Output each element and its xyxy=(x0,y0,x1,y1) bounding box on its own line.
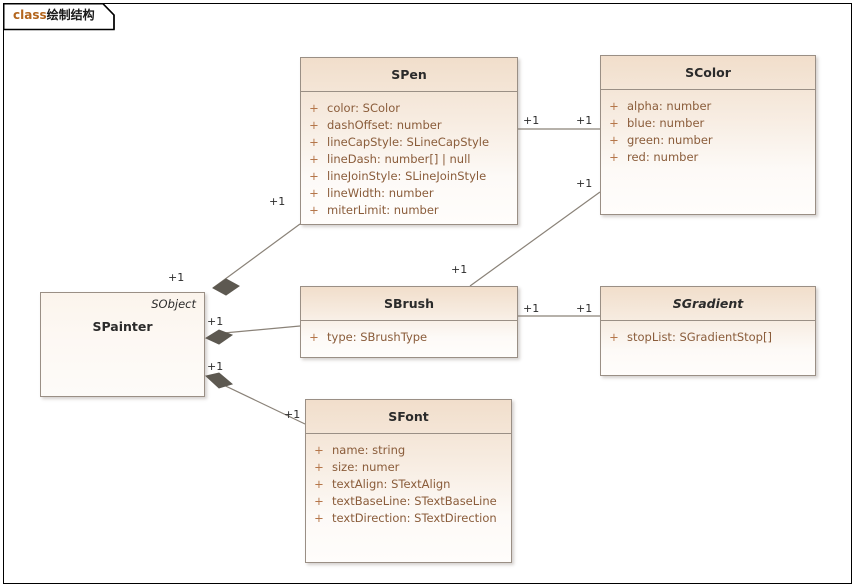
attribute-visibility: + xyxy=(609,116,619,130)
attribute-row: + blue: number xyxy=(601,115,815,132)
class-box-sbrush[interactable]: SBrush + type: SBrushType xyxy=(300,286,518,358)
attribute-visibility: + xyxy=(309,101,319,115)
attribute-text: miterLimit: number xyxy=(327,203,439,217)
attribute-row: + dashOffset: number xyxy=(301,117,517,134)
attribute-text: textDirection: STextDirection xyxy=(332,511,497,525)
attribute-visibility: + xyxy=(314,460,324,474)
attribute-row: + miterLimit: number xyxy=(301,202,517,219)
attribute-visibility: + xyxy=(314,477,324,491)
attribute-row: + alpha: number xyxy=(601,98,815,115)
class-title-spainter: SPainter xyxy=(92,319,153,334)
class-box-sfont[interactable]: SFont + name: string + size: numer + tex… xyxy=(305,399,512,563)
attribute-visibility: + xyxy=(314,494,324,508)
attribute-row: + red: number xyxy=(601,149,815,166)
attribute-text: lineDash: number[] | null xyxy=(327,152,471,166)
tab-shape-icon xyxy=(3,3,115,31)
class-stereotype-spainter: SObject xyxy=(151,297,196,311)
class-box-spen[interactable]: SPen + color: SColor + dashOffset: numbe… xyxy=(300,57,518,225)
multiplicity-label: +1 xyxy=(576,114,593,127)
class-attributes-sfont: + name: string + size: numer + textAlign… xyxy=(306,434,511,533)
attribute-row: + lineJoinStyle: SLineJoinStyle xyxy=(301,168,517,185)
attribute-row: + stopList: SGradientStop[] xyxy=(601,329,815,346)
attribute-row: + textBaseLine: STextBaseLine xyxy=(306,493,511,510)
multiplicity-label: +1 xyxy=(207,360,224,373)
attribute-text: green: number xyxy=(627,133,713,147)
class-attributes-scolor: + alpha: number + blue: number + green: … xyxy=(601,90,815,172)
class-title-sfont: SFont xyxy=(306,400,511,434)
class-title-scolor: SColor xyxy=(601,56,815,90)
attribute-row: + green: number xyxy=(601,132,815,149)
attribute-visibility: + xyxy=(309,152,319,166)
attribute-text: dashOffset: number xyxy=(327,118,442,132)
multiplicity-label: +1 xyxy=(168,271,185,284)
attribute-row: + textAlign: STextAlign xyxy=(306,476,511,493)
attribute-text: type: SBrushType xyxy=(327,330,428,344)
attribute-text: red: number xyxy=(627,150,699,164)
class-box-sgradient[interactable]: SGradient + stopList: SGradientStop[] xyxy=(600,286,816,376)
attribute-row: + size: numer xyxy=(306,459,511,476)
attribute-visibility: + xyxy=(309,118,319,132)
frame-name: 绘制结构 xyxy=(46,8,95,22)
attribute-visibility: + xyxy=(609,150,619,164)
attribute-visibility: + xyxy=(309,186,319,200)
class-box-spainter[interactable]: SObject SPainter xyxy=(40,292,205,397)
attribute-visibility: + xyxy=(309,203,319,217)
class-attributes-sgradient: + stopList: SGradientStop[] xyxy=(601,321,815,352)
attribute-visibility: + xyxy=(309,135,319,149)
attribute-row: + textDirection: STextDirection xyxy=(306,510,511,527)
attribute-text: blue: number xyxy=(627,116,705,130)
multiplicity-label: +1 xyxy=(523,302,540,315)
attribute-text: size: numer xyxy=(332,460,400,474)
attribute-text: lineJoinStyle: SLineJoinStyle xyxy=(327,169,487,183)
attribute-visibility: + xyxy=(309,169,319,183)
multiplicity-label: +1 xyxy=(269,195,286,208)
multiplicity-label: +1 xyxy=(523,114,540,127)
attribute-text: stopList: SGradientStop[] xyxy=(627,330,772,344)
multiplicity-label: +1 xyxy=(284,408,301,421)
attribute-text: name: string xyxy=(332,443,406,457)
attribute-text: lineCapStyle: SLineCapStyle xyxy=(327,135,490,149)
attribute-text: textAlign: STextAlign xyxy=(332,477,451,491)
multiplicity-label: +1 xyxy=(207,315,224,328)
link-painter-brush xyxy=(204,325,301,345)
frame-keyword: class xyxy=(13,8,47,22)
attribute-row: + type: SBrushType xyxy=(301,329,517,346)
attribute-text: textBaseLine: STextBaseLine xyxy=(332,494,497,508)
attribute-visibility: + xyxy=(609,99,619,113)
class-box-scolor[interactable]: SColor + alpha: number + blue: number + … xyxy=(600,55,816,215)
attribute-row: + lineCapStyle: SLineCapStyle xyxy=(301,134,517,151)
class-title-sgradient: SGradient xyxy=(601,287,815,321)
attribute-visibility: + xyxy=(314,511,324,525)
class-attributes-sbrush: + type: SBrushType xyxy=(301,321,517,352)
frame-label: class绘制结构 xyxy=(13,7,95,24)
link-painter-pen xyxy=(212,223,301,296)
multiplicity-label: +1 xyxy=(576,302,593,315)
attribute-text: lineWidth: number xyxy=(327,186,434,200)
class-title-sbrush: SBrush xyxy=(301,287,517,321)
class-attributes-spen: + color: SColor + dashOffset: number + l… xyxy=(301,92,517,224)
attribute-visibility: + xyxy=(609,133,619,147)
class-title-spen: SPen xyxy=(301,58,517,92)
attribute-visibility: + xyxy=(609,330,619,344)
diagram-frame-tab: class绘制结构 xyxy=(3,3,115,31)
attribute-row: + lineDash: number[] | null xyxy=(301,151,517,168)
attribute-text: color: SColor xyxy=(327,101,400,115)
attribute-visibility: + xyxy=(314,443,324,457)
multiplicity-label: +1 xyxy=(576,177,593,190)
attribute-row: + name: string xyxy=(306,442,511,459)
multiplicity-label: +1 xyxy=(451,263,468,276)
attribute-text: alpha: number xyxy=(627,99,712,113)
attribute-row: + color: SColor xyxy=(301,100,517,117)
attribute-visibility: + xyxy=(309,330,319,344)
attribute-row: + lineWidth: number xyxy=(301,185,517,202)
